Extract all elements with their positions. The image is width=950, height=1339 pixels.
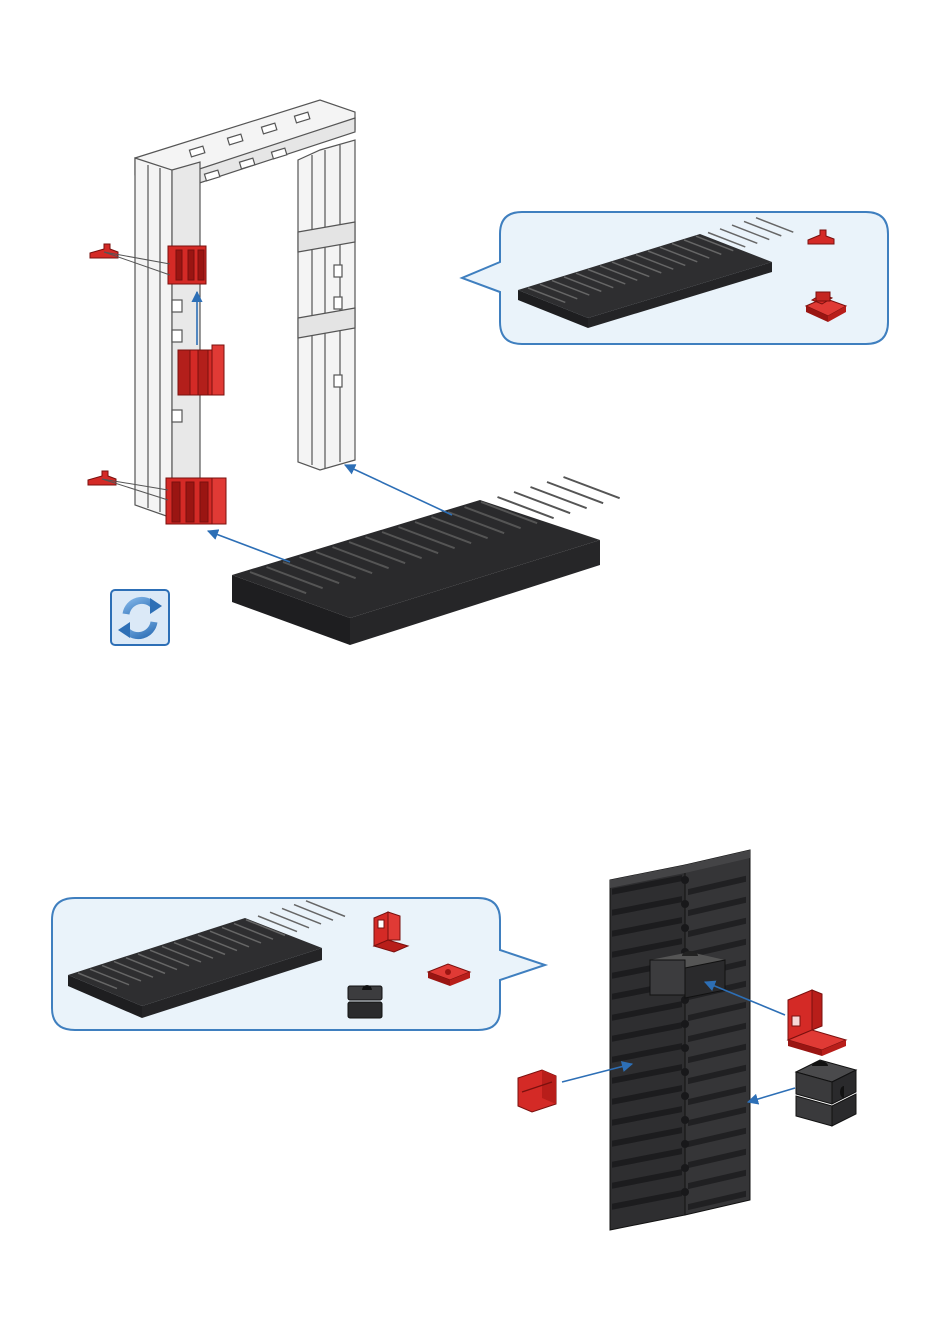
- plate-hole: [681, 924, 689, 932]
- plate-hole: [681, 1092, 689, 1100]
- plate-hole: [681, 1068, 689, 1076]
- step-2-parts-callout: [52, 898, 545, 1030]
- red-block-middle: [178, 345, 224, 395]
- plate-hole: [681, 1020, 689, 1028]
- black-building-block-icon: [348, 985, 382, 1018]
- plate-rib: [514, 492, 570, 513]
- step-1-parts-callout: [462, 212, 888, 344]
- plate-rib: [547, 482, 603, 503]
- mounted-black-block: [650, 951, 725, 998]
- plate-hole: [681, 876, 689, 884]
- plate-hole: [681, 1116, 689, 1124]
- plate-hole: [681, 1044, 689, 1052]
- plate-hole: [681, 1164, 689, 1172]
- plate-rib: [564, 477, 620, 498]
- plate-hole: [681, 900, 689, 908]
- plate-hole: [681, 1140, 689, 1148]
- rotate-model-icon: [111, 590, 169, 645]
- step-2-diagram: [0, 830, 950, 1250]
- red-block-lower: [166, 478, 226, 524]
- step-1-diagram: [0, 0, 950, 690]
- red-block-upper: [168, 246, 206, 284]
- red-angle-bracket: [788, 990, 846, 1056]
- white-frame: [135, 100, 355, 518]
- vertical-black-plate: [610, 850, 750, 1230]
- plate-hole: [681, 1188, 689, 1196]
- red-flat-plate: [518, 1070, 556, 1112]
- plate-rib: [531, 487, 587, 508]
- black-building-block: [796, 1060, 856, 1126]
